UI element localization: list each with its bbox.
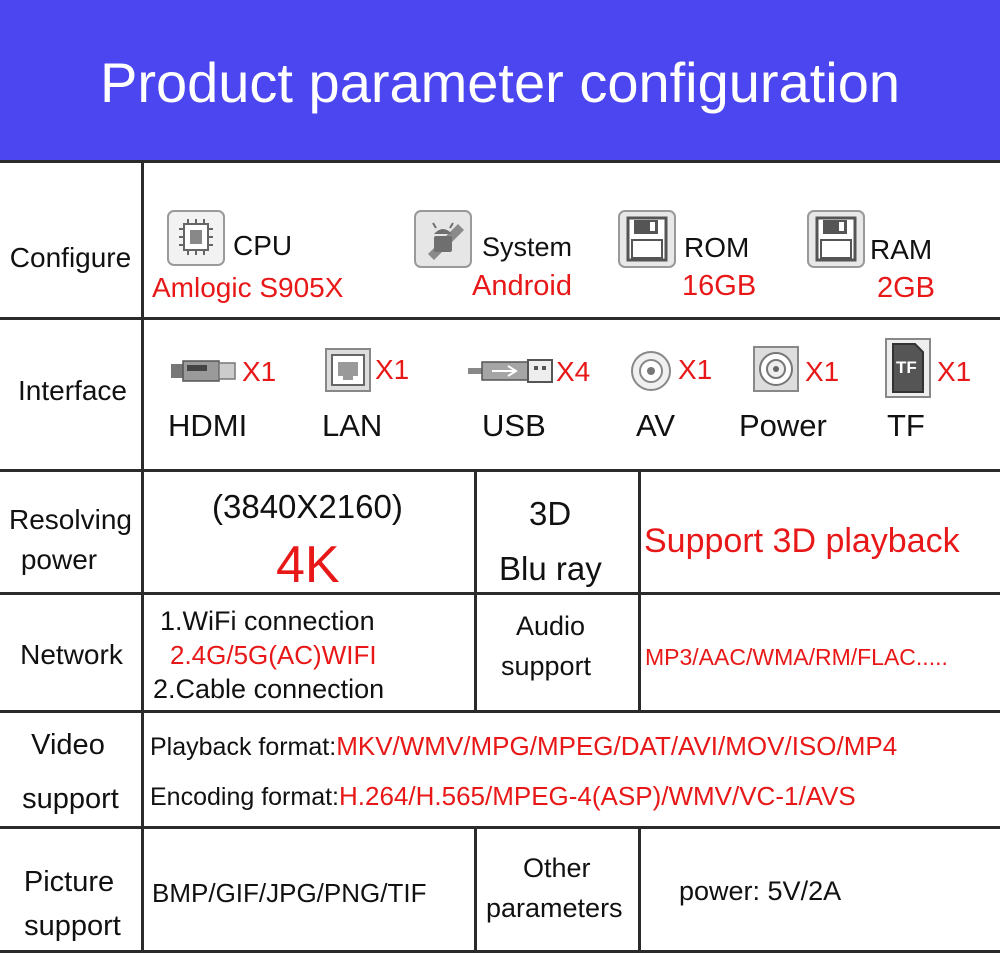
lan-port-icon xyxy=(325,348,371,392)
chip-icon xyxy=(167,210,225,266)
divider xyxy=(141,160,144,952)
playback-format-value: MKV/WMV/MPG/MPEG/DAT/AVI/MOV/ISO/MP4 xyxy=(336,731,898,761)
audio-formats: MP3/AAC/WMA/RM/FLAC..... xyxy=(645,644,948,670)
ram-label: RAM xyxy=(870,234,933,265)
divider xyxy=(0,317,1000,320)
android-icon xyxy=(414,210,472,268)
lan-label: LAN xyxy=(322,408,383,443)
audio-support-line2: support xyxy=(501,651,592,681)
row-label-picture-line1: Picture xyxy=(23,866,115,898)
divider xyxy=(474,826,477,952)
hdmi-count: X1 xyxy=(242,356,277,387)
tf-count: X1 xyxy=(937,356,972,387)
tf-label: TF xyxy=(887,408,925,443)
usb-count: X4 xyxy=(556,356,591,387)
row-label-resolving-line2: power xyxy=(20,544,98,575)
3d-support-text: Support 3D playback xyxy=(644,522,960,560)
usb-port-icon xyxy=(468,356,554,386)
divider xyxy=(638,469,641,710)
row-label-interface: Interface xyxy=(18,375,127,406)
divider xyxy=(0,160,1000,163)
power-port-icon xyxy=(753,346,799,392)
divider xyxy=(0,710,1000,713)
av-label: AV xyxy=(636,408,676,443)
divider xyxy=(638,826,641,952)
encoding-format-value: H.264/H.565/MPEG-4(ASP)/WMV/VC-1/AVS xyxy=(339,781,856,811)
3d-line1: 3D xyxy=(529,495,572,532)
system-value: Android xyxy=(472,270,572,302)
playback-format-label: Playback format: xyxy=(150,733,337,761)
av-count: X1 xyxy=(678,354,713,385)
encoding-format: Encoding format:H.264/H.565/MPEG-4(ASP)/… xyxy=(150,781,856,812)
audio-support-line1: Audio xyxy=(516,611,586,641)
other-parameters-line2: parameters xyxy=(486,893,623,923)
hdmi-label: HDMI xyxy=(168,408,248,443)
resolution-text: (3840X2160) xyxy=(212,488,403,525)
divider xyxy=(0,826,1000,829)
row-label-configure: Configure xyxy=(9,242,132,273)
cpu-label: CPU xyxy=(233,230,293,261)
wifi-connection: 1.WiFi connection xyxy=(160,606,375,636)
ram-value: 2GB xyxy=(877,272,936,304)
cable-connection: 2.Cable connection xyxy=(153,674,385,704)
floppy-disk-icon xyxy=(618,210,676,268)
tf-card-badge: TF xyxy=(896,358,917,377)
tf-card-icon: TF xyxy=(885,338,931,398)
rom-label: ROM xyxy=(684,232,750,263)
row-label-video-line1: Video xyxy=(31,729,105,761)
wifi-bands: 2.4G/5G(AC)WIFI xyxy=(170,640,377,670)
av-port-icon xyxy=(630,350,672,392)
divider xyxy=(0,469,1000,472)
resolution-4k: 4K xyxy=(276,536,340,594)
hdmi-port-icon xyxy=(169,356,237,386)
rom-value: 16GB xyxy=(682,270,757,302)
playback-format: Playback format:MKV/WMV/MPG/MPEG/DAT/AVI… xyxy=(150,731,897,762)
power-count: X1 xyxy=(805,356,840,387)
system-label: System xyxy=(482,232,573,262)
picture-formats: BMP/GIF/JPG/PNG/TIF xyxy=(152,878,427,908)
power-label: Power xyxy=(739,408,827,443)
divider xyxy=(474,469,477,710)
lan-count: X1 xyxy=(375,354,410,385)
divider xyxy=(0,950,1000,953)
divider xyxy=(0,592,1000,595)
other-parameters-line1: Other xyxy=(523,853,591,883)
row-label-video-line2: support xyxy=(22,783,119,815)
row-label-network: Network xyxy=(20,639,123,670)
3d-line2: Blu ray xyxy=(499,550,602,587)
cpu-value: Amlogic S905X xyxy=(152,272,344,303)
row-label-picture-line2: support xyxy=(24,910,121,942)
floppy-disk-icon xyxy=(807,210,865,268)
encoding-format-label: Encoding format: xyxy=(150,783,339,811)
page-title: Product parameter configuration xyxy=(0,0,1000,160)
row-label-resolving-line1: Resolving xyxy=(9,504,132,535)
usb-label: USB xyxy=(482,408,546,443)
power-spec: power: 5V/2A xyxy=(679,876,842,906)
